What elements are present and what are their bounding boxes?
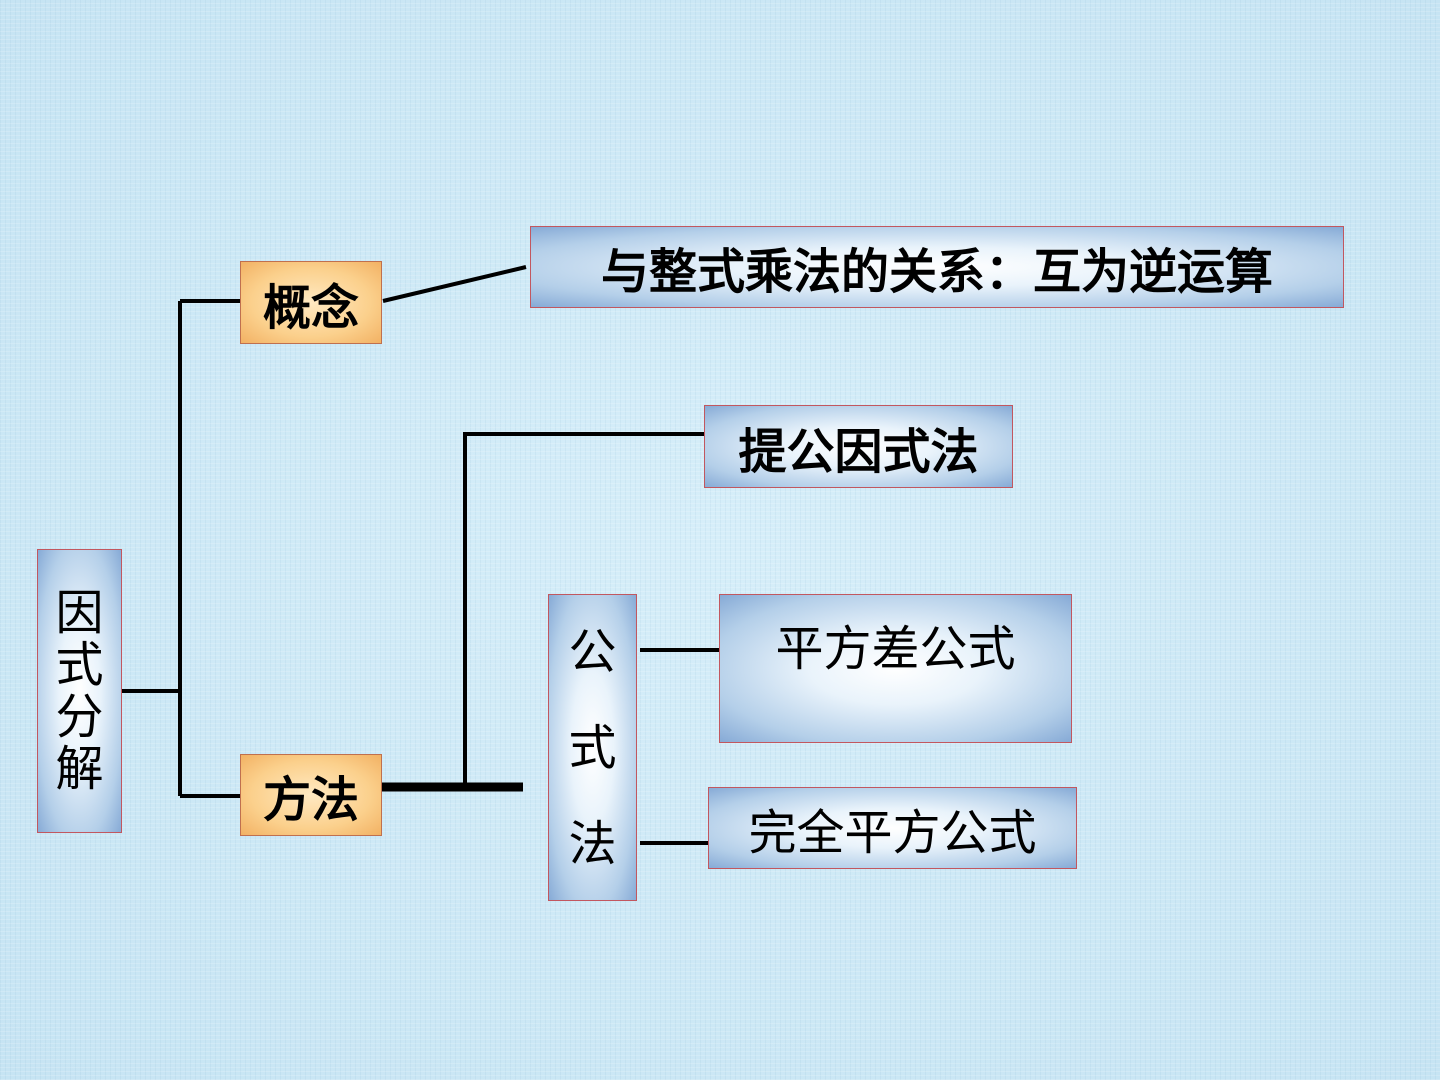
formula-method-box: 公 式 法 [548,594,637,901]
concept-box: 概念 [240,261,382,344]
root-char: 分 [55,689,104,745]
method-to-extract-line [463,432,704,787]
perfect-square-label: 完全平方公式 [748,805,1037,861]
difference-of-squares-box: 平方差公式 [719,594,1072,743]
formula-method-char: 公 [568,623,617,680]
root-char: 解 [55,741,104,797]
extract-common-factor-label: 提公因式法 [738,423,979,480]
concept-to-relation-line [382,265,527,303]
factorization-root-box: 因 式 分 解 [37,549,122,833]
relation-label: 与整式乘法的关系：互为逆运算 [600,244,1273,300]
root-to-branches-line [122,299,240,798]
formula-method-char: 法 [568,815,617,872]
concept-label: 概念 [262,279,359,336]
extract-common-factor-box: 提公因式法 [704,405,1013,488]
method-box: 方法 [240,754,382,836]
difference-of-squares-label: 平方差公式 [775,621,1016,677]
root-char: 式 [55,637,104,693]
perfect-square-box: 完全平方公式 [708,787,1077,869]
method-label: 方法 [262,772,359,828]
formula-method-char: 式 [568,719,617,776]
root-char: 因 [55,585,104,641]
relation-box: 与整式乘法的关系：互为逆运算 [530,226,1344,308]
